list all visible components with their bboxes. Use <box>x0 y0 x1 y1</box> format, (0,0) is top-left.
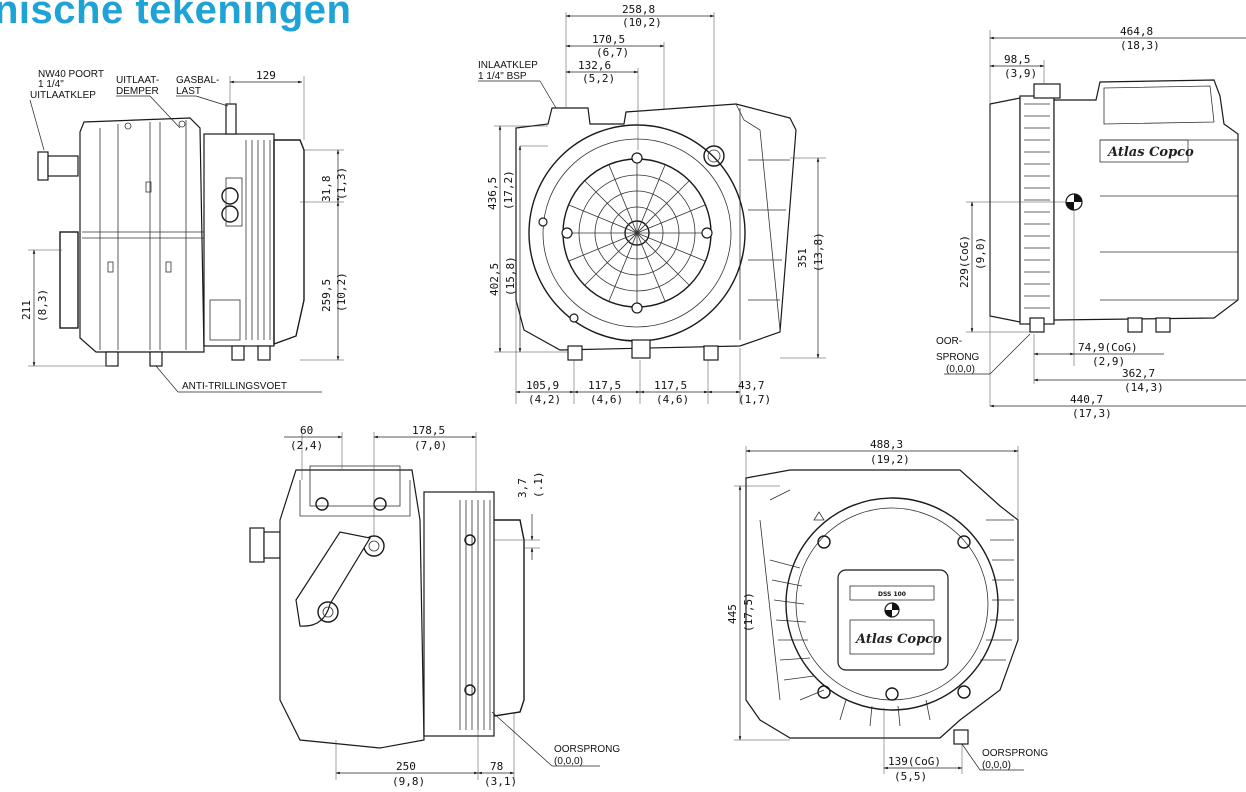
dim-60-inch: (2,4) <box>290 439 323 452</box>
rear-view <box>249 465 525 749</box>
oorsprong-coord-rear: (0,0,0) <box>554 756 583 767</box>
dim-362-7-inch: (14,3) <box>1124 381 1164 394</box>
dim-250-inch: (9,8) <box>392 775 425 788</box>
motor-end-view: DSS 100 Atlas Copco <box>745 469 1019 745</box>
dim-229-cog-inch: (9,0) <box>974 237 987 270</box>
origin-label-line2: SPRONG <box>936 352 980 363</box>
dim-117-5-a: 117,5 <box>588 379 621 392</box>
dim-351: 351 <box>796 248 809 268</box>
dim-259-5-inch: (10,2) <box>335 272 348 312</box>
dim-139-cog-inch: (5,5) <box>894 770 927 783</box>
dim-105-9: 105,9 <box>526 379 559 392</box>
dim-211-inch: (8,3) <box>36 289 49 322</box>
dim-129: 129 <box>256 69 276 82</box>
origin-label-line1: OOR- <box>936 336 962 347</box>
dim-31-8: 31,8 <box>320 176 333 203</box>
front-view-fan-annotations: INLAATKLEP 1 1/4" BSP 258,8 (10,2) 170,5… <box>478 3 826 406</box>
side-view-right: Atlas Copco <box>989 79 1239 333</box>
dim-488-3-inch: (19,2) <box>870 453 910 466</box>
dim-139-cog: 139(CoG) <box>888 755 941 768</box>
dim-132-6: 132,6 <box>578 59 611 72</box>
uitlaatdemper-label-line1: UITLAAT- <box>116 75 159 86</box>
dim-229-cog: 229(CoG) <box>958 235 971 288</box>
dim-488-3: 488,3 <box>870 438 903 451</box>
dim-117-5-b-inch: (4,6) <box>656 393 689 406</box>
dim-402-5-inch: (15,8) <box>504 256 517 296</box>
dim-402-5: 402,5 <box>488 263 501 296</box>
dim-259-5: 259,5 <box>320 279 333 312</box>
side-view-right-annotations: 464,8 (18,3) 98,5 (3,9) 229(CoG) (9,0) O… <box>936 25 1246 420</box>
dim-211: 211 <box>20 300 33 320</box>
dim-436-5: 436,5 <box>486 177 499 210</box>
dim-445: 445 <box>726 604 739 624</box>
oorsprong-label-front: OORSPRONG <box>982 748 1048 759</box>
origin-coord: (0,0,0) <box>946 364 975 375</box>
motor-end-view-annotations: 488,3 (19,2) 445 (17,5) 139(CoG) (5,5) O… <box>726 438 1048 783</box>
model-plate-text: DSS 100 <box>878 591 906 598</box>
dim-3-7: 3,7 <box>516 478 529 498</box>
side-view-left-annotations: NW40 POORT 1 1/4" UITLAATKLEP UITLAAT- D… <box>20 69 348 393</box>
dim-43-7-inch: (1,7) <box>738 393 771 406</box>
dim-258-8: 258,8 <box>622 3 655 16</box>
dim-445-inch: (17,5) <box>742 592 755 632</box>
dim-250: 250 <box>396 760 416 773</box>
page-title: nische tekeningen <box>0 0 352 32</box>
dim-74-9-cog-inch: (2,9) <box>1092 355 1125 368</box>
dim-31-8-inch: (1,3) <box>335 167 348 200</box>
dim-117-5-b: 117,5 <box>654 379 687 392</box>
dim-464-8-inch: (18,3) <box>1120 39 1160 52</box>
dim-436-5-inch: (17,2) <box>502 170 515 210</box>
oorsprong-label-rear: OORSPRONG <box>554 744 620 755</box>
dim-43-7: 43,7 <box>738 379 765 392</box>
dim-105-9-inch: (4,2) <box>528 393 561 406</box>
gasballast-label-line2: LAST <box>176 86 201 97</box>
brand-logo-side: Atlas Copco <box>1106 145 1194 160</box>
dim-170-5-inch: (6,7) <box>596 46 629 59</box>
nw40-label-line1: NW40 POORT <box>38 69 104 80</box>
dim-351-inch: (13,8) <box>812 232 825 272</box>
rear-view-annotations: 60 (2,4) 178,5 (7,0) 3,7 (.1) 250 (9,8) … <box>284 424 620 788</box>
dim-78-inch: (3,1) <box>484 775 517 788</box>
dim-178-5: 178,5 <box>412 424 445 437</box>
dim-362-7: 362,7 <box>1122 367 1155 380</box>
gasballast-label-line1: GASBAL- <box>176 75 219 86</box>
dim-98-5: 98,5 <box>1004 53 1031 66</box>
dim-170-5: 170,5 <box>592 33 625 46</box>
dim-78: 78 <box>490 760 503 773</box>
front-view-fan <box>515 103 797 361</box>
nw40-label-line3: UITLAATKLEP <box>30 90 96 101</box>
dim-98-5-inch: (3,9) <box>1004 67 1037 80</box>
inlaatklep-label-line2: 1 1/4" BSP <box>478 71 527 82</box>
brand-logo-front: Atlas Copco <box>854 632 942 647</box>
dim-74-9-cog: 74,9(CoG) <box>1078 341 1138 354</box>
uitlaatdemper-label-line2: DEMPER <box>116 86 159 97</box>
dim-464-8: 464,8 <box>1120 25 1153 38</box>
dim-258-8-inch: (10,2) <box>622 16 662 29</box>
oorsprong-coord-front: (0,0,0) <box>982 760 1011 771</box>
dim-3-7-inch: (.1) <box>532 472 545 499</box>
dim-440-7: 440,7 <box>1070 393 1103 406</box>
side-view-left <box>37 103 305 367</box>
dim-132-6-inch: (5,2) <box>582 72 615 85</box>
inlaatklep-label-line1: INLAATKLEP <box>478 60 538 71</box>
dim-117-5-a-inch: (4,6) <box>590 393 623 406</box>
anti-trillingsvoet-label: ANTI-TRILLINGSVOET <box>182 381 287 392</box>
nw40-label-line2: 1 1/4" <box>38 79 64 90</box>
dim-440-7-inch: (17,3) <box>1072 407 1112 420</box>
dim-60: 60 <box>300 424 313 437</box>
dim-178-5-inch: (7,0) <box>414 439 447 452</box>
